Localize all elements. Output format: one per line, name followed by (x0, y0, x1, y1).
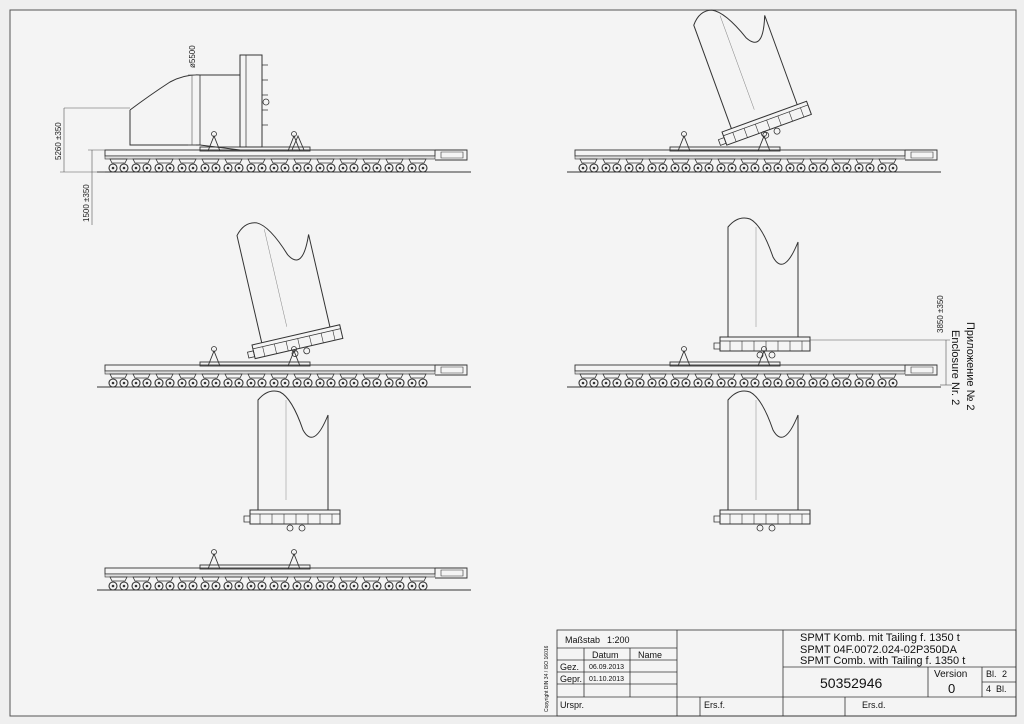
sheet-label: Bl. (986, 669, 997, 679)
title-line-3: SPMT Comb. with Tailing f. 1350 t (800, 655, 966, 667)
dimension-height-deck: 1500 ±350 (82, 184, 91, 222)
version-value: 0 (948, 681, 956, 696)
view-4-upright-lifted (567, 217, 952, 387)
copyright-note: Copyright DIN 34 / ISO 16016 (544, 645, 550, 712)
title-line-2: SPMT 04F.0072.024-02P350DA (800, 644, 957, 656)
dimension-height-main: 5260 ±350 (54, 122, 63, 160)
title-line-1: SPMT Komb. mit Tailing f. 1350 t (800, 632, 960, 644)
enclosure-label-en: Enclosure Nr. 2 (949, 330, 961, 406)
view-1-horizontal-load (60, 54, 471, 225)
drawn-date: 06.09.2013 (589, 664, 625, 671)
replaces-for-label: Ers.f. (704, 700, 726, 710)
origin-label: Urspr. (560, 700, 585, 710)
dimension-diameter: ø5500 (188, 45, 197, 68)
sheet-value: 2 (1002, 669, 1008, 679)
drawn-label: Gez. (560, 662, 580, 672)
checked-date: 01.10.2013 (589, 676, 625, 683)
scale-value: 1:200 (607, 635, 630, 645)
name-header: Name (638, 650, 663, 660)
title-block-frame (556, 629, 1017, 717)
sheets-label: Bl. (996, 684, 1007, 694)
version-label: Version (934, 669, 968, 680)
drawing-number: 50352946 (820, 675, 883, 691)
checked-label: Gepr. (560, 674, 583, 684)
dimension-height-lift: 3850 ±350 (936, 295, 945, 333)
replaced-by-label: Ers.d. (862, 700, 886, 710)
scale-label: Maßstab (565, 635, 601, 645)
enclosure-label-ru: Приложение № 2 (964, 322, 976, 411)
sheets-total: 4 (986, 684, 992, 694)
date-header: Datum (592, 650, 619, 660)
